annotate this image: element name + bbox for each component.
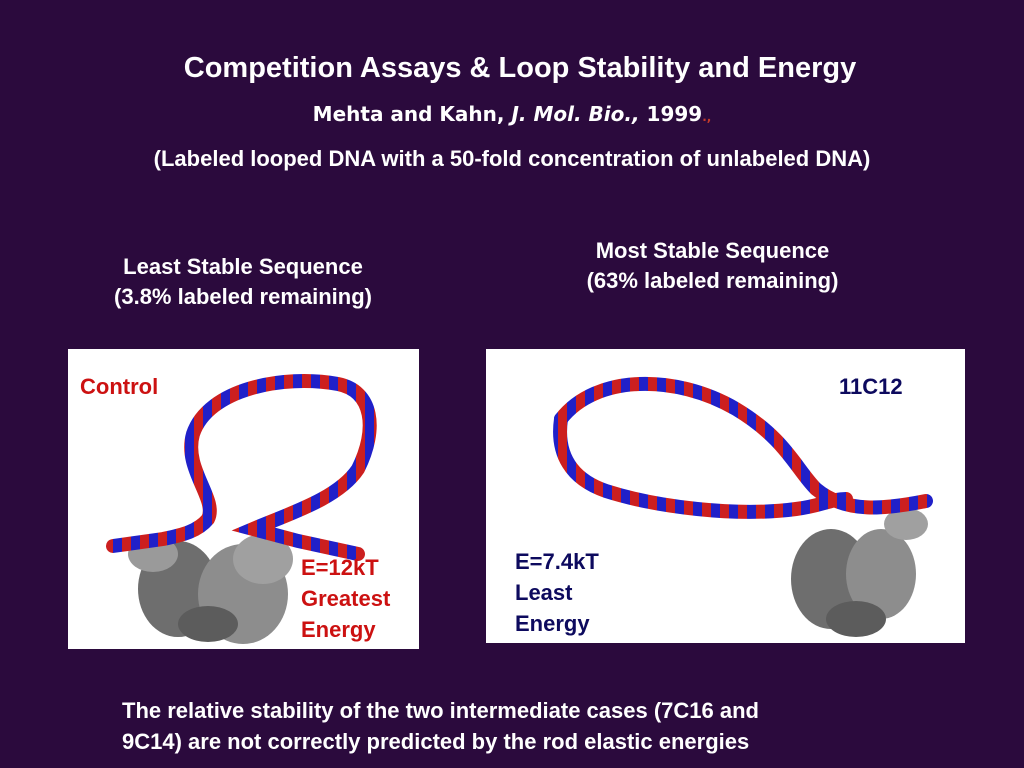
citation-journal: J. Mol. Bio.,: [511, 102, 640, 126]
left-dna-loop: [106, 374, 377, 561]
right-heading: Most Stable Sequence (63% labeled remain…: [540, 236, 885, 296]
right-dna-loop-bottom: [553, 412, 853, 519]
11c12-label: 11C12: [839, 374, 903, 399]
right-energy-line2: Least: [515, 580, 573, 605]
control-loop-image: [106, 374, 377, 644]
right-energy-line3: Energy: [515, 611, 590, 636]
left-energy-label: E=12kT Greatest Energy: [301, 552, 390, 645]
left-protein-cluster: [128, 534, 293, 644]
footer-note: The relative stability of the two interm…: [122, 695, 902, 757]
citation-authors: Mehta and Kahn,: [312, 102, 512, 126]
right-heading-line1: Most Stable Sequence: [595, 238, 830, 263]
slide-title: Competition Assays & Loop Stability and …: [183, 52, 857, 84]
right-dna-loop-top: [554, 376, 933, 515]
left-heading-line1: Least Stable Sequence: [123, 254, 363, 279]
footer-line1: The relative stability of the two interm…: [122, 698, 759, 723]
citation-year: 1999: [639, 102, 703, 126]
right-energy-label: E=7.4kT Least Energy: [515, 546, 599, 639]
stable-loop-panel: 11C12 E=7.4kT Least Energy: [486, 349, 965, 643]
left-energy-line2: Greatest: [301, 586, 391, 611]
right-protein-cluster: [791, 508, 928, 637]
left-heading: Least Stable Sequence (3.8% labeled rema…: [68, 252, 418, 312]
left-heading-line2: (3.8% labeled remaining): [114, 284, 372, 309]
right-energy-value: E=7.4kT: [515, 549, 599, 574]
control-loop-panel: Control E=12kT Greatest Energy: [68, 349, 419, 649]
left-energy-value: E=12kT: [301, 555, 379, 580]
citation-trail: .,: [702, 110, 712, 124]
slide-subtitle: (Labeled looped DNA with a 50-fold conce…: [153, 146, 871, 171]
control-label: Control: [80, 374, 159, 399]
right-heading-line2: (63% labeled remaining): [586, 268, 839, 293]
stable-loop-image: [553, 376, 933, 637]
left-energy-line3: Energy: [301, 617, 376, 642]
footer-line2: 9C14) are not correctly predicted by the…: [122, 729, 750, 754]
citation: Mehta and Kahn, J. Mol. Bio., 1999.,: [0, 102, 1024, 126]
